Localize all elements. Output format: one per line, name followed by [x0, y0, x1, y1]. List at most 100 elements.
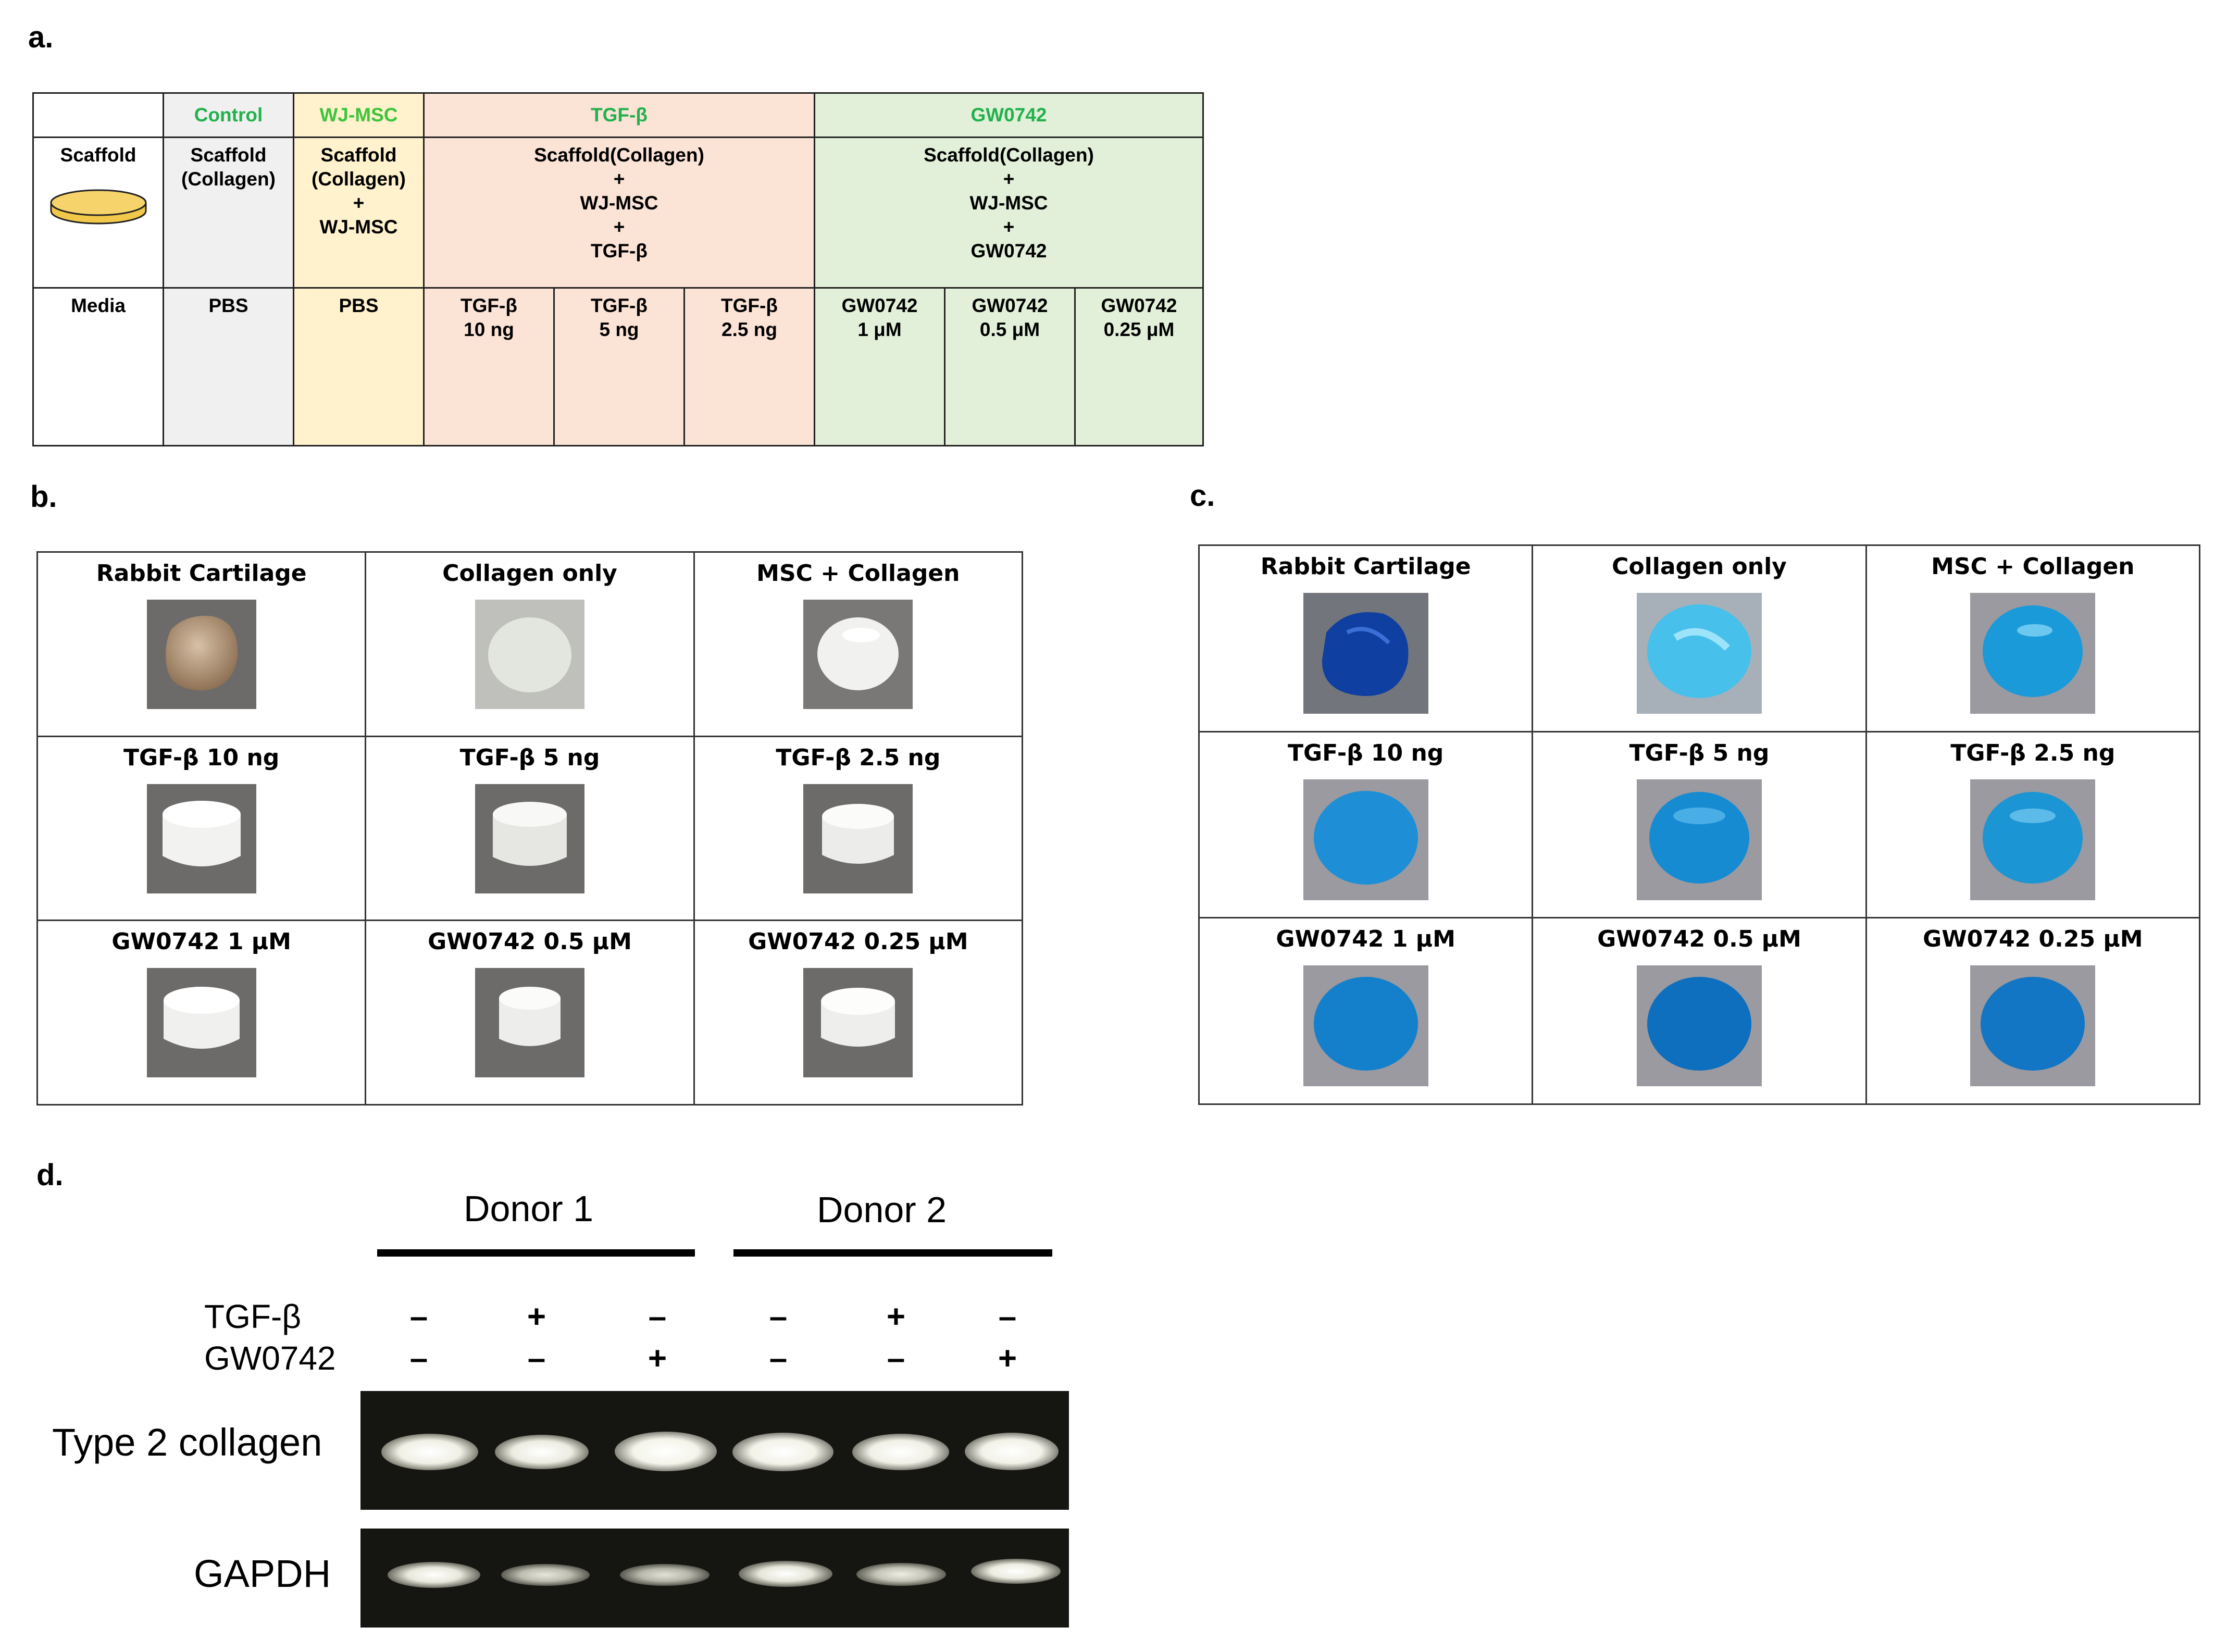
media-gw-0-25um: GW0742 0.25 μM — [1074, 287, 1204, 446]
stained-sample-photo — [1970, 965, 2096, 1087]
sample-cell: GW0742 0.5 μM — [365, 920, 695, 1106]
stained-sample-title: GW0742 0.25 μM — [1923, 926, 2143, 953]
scaffold-row-label-cell: Scaffold — [32, 136, 164, 289]
tgf-sign: – — [648, 1299, 667, 1335]
header-wj-msc: WJ-MSC — [293, 92, 425, 138]
sample-title: GW0742 0.5 μM — [428, 928, 632, 955]
stained-sample-photo — [1970, 779, 2096, 900]
panel-label-c: c. — [1190, 479, 1215, 513]
stained-sample-cell: GW0742 0.5 μM — [1532, 917, 1867, 1105]
tgf-5ng-sample-image — [492, 801, 567, 866]
media-gw-1um: GW0742 1 μM — [814, 287, 945, 446]
sample-cell: Collagen only — [365, 551, 695, 737]
gw0742-sign: – — [887, 1340, 905, 1376]
gel-band — [971, 1559, 1061, 1584]
header-tgf-beta: TGF-β — [423, 92, 815, 138]
stained-gw-0-5um-image — [1647, 977, 1751, 1071]
scaffold-dish-icon — [50, 189, 146, 225]
stained-sample-title: TGF-β 5 ng — [1629, 739, 1770, 766]
design-media-row: Media PBS PBS TGF-β 10 ng TGF-β 5 ng TGF… — [32, 287, 1204, 446]
gapdh-gel — [360, 1529, 1069, 1628]
stained-sample-cell: MSC + Collagen — [1865, 544, 2201, 732]
media-control: PBS — [163, 287, 294, 446]
collagen-sample-image — [488, 617, 571, 692]
gel-band — [501, 1564, 590, 1586]
sample-photo — [475, 784, 584, 893]
gw-0-5um-sample-image — [499, 987, 561, 1047]
tgf-10ng-sample-image — [162, 800, 241, 866]
sample-title: GW0742 1 μM — [111, 928, 291, 955]
scaffold-row-label: Scaffold — [60, 144, 136, 166]
sample-cell: TGF-β 10 ng — [36, 735, 367, 922]
stained-sample-cell: TGF-β 2.5 ng — [1865, 730, 2201, 919]
stained-sample-photo — [1636, 965, 1762, 1087]
gel-band — [852, 1434, 949, 1470]
stained-msc-collagen-image — [1983, 605, 2083, 697]
gross-appearance-grid: Rabbit Cartilage Collagen only MSC + Col… — [36, 551, 1024, 1106]
header-control-label: Control — [194, 104, 263, 126]
gel-band — [615, 1432, 717, 1471]
gel-band — [495, 1435, 589, 1469]
stained-tgf-10ng-image — [1313, 790, 1418, 885]
gw0742-sign: – — [527, 1340, 546, 1376]
panel-label-a: a. — [28, 20, 54, 54]
stained-cartilage-image — [1322, 612, 1409, 697]
design-header-row: Control WJ-MSC TGF-β GW0742 — [32, 92, 1204, 138]
stained-sample-photo — [1303, 965, 1428, 1087]
alcian-blue-staining-grid: Rabbit Cartilage Collagen only MSC + Col… — [1198, 544, 2201, 1105]
stained-gw-1um-image — [1313, 977, 1418, 1071]
sample-title: MSC + Collagen — [756, 560, 960, 587]
gw0742-sign: + — [998, 1340, 1017, 1376]
donor-2-label: Donor 2 — [817, 1189, 947, 1230]
media-tgf-10ng: TGF-β 10 ng — [423, 287, 555, 446]
sample-photo — [803, 600, 913, 709]
sample-title: GW0742 0.25 μM — [748, 928, 968, 955]
type-2-collagen-gel — [360, 1391, 1069, 1510]
media-row-label: Media — [32, 287, 164, 446]
sample-cell: GW0742 1 μM — [36, 920, 367, 1106]
gel-band — [388, 1562, 480, 1588]
gel-band — [620, 1564, 710, 1586]
sample-title: TGF-β 10 ng — [123, 744, 280, 771]
gw-1um-sample-image — [163, 987, 240, 1049]
header-gw0742: GW0742 — [814, 92, 1204, 138]
scaffold-tgf-beta: Scaffold(Collagen) + WJ-MSC + TGF-β — [423, 136, 815, 289]
header-control: Control — [163, 92, 294, 138]
stained-tgf-2-5ng-image — [1983, 791, 2083, 884]
sample-cell: TGF-β 2.5 ng — [693, 735, 1024, 922]
gapdh-label: GAPDH — [194, 1552, 331, 1595]
stained-sample-title: TGF-β 2.5 ng — [1950, 739, 2116, 766]
header-tgf-beta-label: TGF-β — [591, 104, 648, 126]
tgf-sign: + — [527, 1299, 546, 1335]
stained-sample-cell: Collagen only — [1532, 544, 1867, 732]
gel-band — [732, 1433, 833, 1471]
sample-photo — [475, 968, 584, 1078]
scaffold-gw0742: Scaffold(Collagen) + WJ-MSC + GW0742 — [814, 136, 1204, 289]
stained-sample-photo — [1636, 593, 1762, 714]
gw0742-sign: + — [648, 1340, 667, 1376]
tgf-beta-treatment-label: TGF-β — [204, 1298, 302, 1335]
stained-sample-title: Rabbit Cartilage — [1260, 553, 1471, 580]
sample-photo — [146, 968, 256, 1078]
sample-title: Rabbit Cartilage — [96, 560, 307, 587]
gw0742-sign: – — [409, 1340, 428, 1376]
sample-photo — [146, 600, 256, 709]
gw0742-sign: – — [769, 1340, 788, 1376]
media-tgf-2-5ng: TGF-β 2.5 ng — [683, 287, 815, 446]
gel-band — [856, 1563, 946, 1586]
stained-sample-title: MSC + Collagen — [1931, 553, 2135, 580]
scaffold-wj-msc: Scaffold (Collagen) + WJ-MSC — [293, 136, 425, 289]
sample-cell: GW0742 0.25 μM — [693, 920, 1024, 1106]
sample-title: Collagen only — [442, 560, 617, 587]
gel-band — [739, 1561, 832, 1587]
stained-sample-cell: GW0742 0.25 μM — [1865, 917, 2201, 1105]
stained-sample-photo — [1636, 779, 1762, 900]
stained-gw-0-25um-image — [1981, 977, 2085, 1071]
tgf-sign: – — [409, 1299, 428, 1335]
scaffold-control: Scaffold (Collagen) — [163, 136, 294, 289]
header-blank-cell — [32, 92, 164, 138]
tgf-sign: – — [769, 1299, 788, 1335]
stained-sample-title: Collagen only — [1612, 553, 1787, 580]
media-wj-msc: PBS — [293, 287, 425, 446]
experimental-design-table: Control WJ-MSC TGF-β GW0742 Scaffold Sca… — [32, 92, 1204, 446]
